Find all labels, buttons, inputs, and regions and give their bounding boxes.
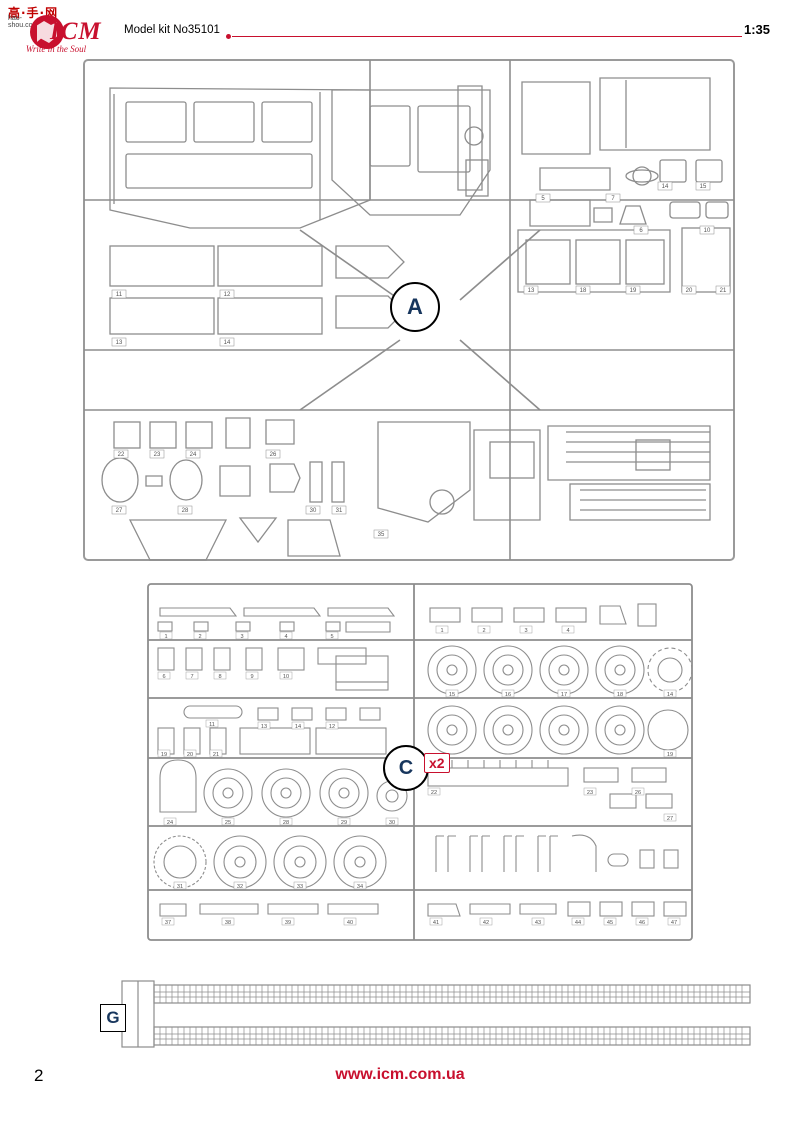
svg-text:46: 46 (639, 920, 645, 926)
svg-text:12: 12 (224, 292, 231, 298)
svg-text:47: 47 (671, 920, 677, 926)
svg-text:21: 21 (213, 752, 219, 758)
svg-text:29: 29 (341, 820, 347, 826)
svg-text:10: 10 (704, 228, 711, 234)
header-divider (226, 34, 742, 39)
svg-text:34: 34 (357, 884, 363, 890)
svg-text:3: 3 (240, 634, 243, 640)
svg-text:31: 31 (336, 508, 343, 514)
svg-text:14: 14 (662, 184, 669, 190)
svg-text:30: 30 (310, 508, 317, 514)
svg-text:26: 26 (270, 452, 277, 458)
svg-text:13: 13 (116, 340, 123, 346)
svg-text:10: 10 (283, 674, 289, 680)
svg-text:44: 44 (575, 920, 581, 926)
svg-text:45: 45 (607, 920, 613, 926)
scale-label: 1:35 (743, 22, 770, 37)
svg-text:4: 4 (284, 634, 287, 640)
svg-text:5: 5 (330, 634, 333, 640)
sprue-frame-c: 1 2 3 4 5 6 7 8 9 10 11 13 14 12 19 20 2… (140, 578, 700, 948)
icm-logo: 高·手·网 hao-shou.com ICM Write in the Soul (8, 4, 104, 56)
sprue-badge-c: C (383, 745, 429, 791)
svg-text:7: 7 (190, 674, 193, 680)
sprue-multiplier-c: x2 (424, 753, 450, 773)
svg-text:32: 32 (237, 884, 243, 890)
page-number: 2 (34, 1066, 44, 1085)
svg-text:42: 42 (483, 920, 489, 926)
svg-text:11: 11 (116, 292, 123, 298)
sprue-badge-g: G (100, 1004, 126, 1032)
svg-text:26: 26 (635, 790, 641, 796)
svg-text:7: 7 (611, 196, 615, 202)
svg-text:17: 17 (561, 692, 567, 698)
svg-text:19: 19 (630, 288, 637, 294)
svg-text:38: 38 (225, 920, 231, 926)
svg-text:24: 24 (167, 820, 173, 826)
svg-text:9: 9 (250, 674, 253, 680)
svg-text:1: 1 (164, 634, 167, 640)
svg-text:24: 24 (190, 452, 197, 458)
svg-text:11: 11 (209, 722, 215, 728)
svg-text:27: 27 (667, 816, 673, 822)
svg-text:5: 5 (541, 196, 545, 202)
logo-mark-icon (30, 15, 64, 49)
svg-text:2: 2 (482, 628, 485, 634)
svg-text:6: 6 (162, 674, 165, 680)
sprue-frame-a: 11 12 13 14 22 23 24 26 27 28 30 31 35 1… (70, 50, 750, 570)
svg-text:22: 22 (431, 790, 437, 796)
logo-brand-text: ICM (50, 18, 102, 45)
svg-text:13: 13 (261, 724, 267, 730)
svg-text:41: 41 (433, 920, 439, 926)
svg-text:40: 40 (347, 920, 353, 926)
svg-text:8: 8 (218, 674, 221, 680)
logo-tagline-text: Write in the Soul (25, 44, 87, 54)
sprue-frame-g (96, 975, 756, 1055)
svg-text:35: 35 (378, 532, 385, 538)
svg-text:20: 20 (187, 752, 193, 758)
svg-text:2: 2 (198, 634, 201, 640)
svg-text:43: 43 (535, 920, 541, 926)
svg-text:23: 23 (587, 790, 593, 796)
svg-text:39: 39 (285, 920, 291, 926)
svg-text:21: 21 (720, 288, 727, 294)
svg-text:30: 30 (389, 820, 395, 826)
svg-text:37: 37 (165, 920, 171, 926)
svg-text:33: 33 (297, 884, 303, 890)
logo-url-text: hao-shou.com (8, 15, 39, 29)
page-header: 高·手·网 hao-shou.com ICM Write in the Soul… (0, 0, 800, 60)
svg-text:28: 28 (182, 508, 189, 514)
svg-text:3: 3 (524, 628, 527, 634)
svg-text:15: 15 (449, 692, 455, 698)
svg-text:28: 28 (283, 820, 289, 826)
svg-text:16: 16 (505, 692, 511, 698)
svg-text:19: 19 (161, 752, 167, 758)
svg-text:23: 23 (154, 452, 161, 458)
svg-text:13: 13 (528, 288, 535, 294)
svg-text:22: 22 (118, 452, 125, 458)
svg-text:18: 18 (580, 288, 587, 294)
svg-text:6: 6 (639, 228, 643, 234)
sprue-badge-a: A (390, 282, 440, 332)
svg-text:27: 27 (116, 508, 123, 514)
svg-text:14: 14 (295, 724, 301, 730)
svg-text:25: 25 (225, 820, 231, 826)
svg-text:20: 20 (686, 288, 693, 294)
kit-number-label: Model kit No35101 (124, 24, 220, 36)
svg-text:18: 18 (617, 692, 623, 698)
svg-text:31: 31 (177, 884, 183, 890)
svg-text:4: 4 (566, 628, 569, 634)
svg-text:1: 1 (440, 628, 443, 634)
svg-text:14: 14 (667, 692, 673, 698)
svg-text:15: 15 (700, 184, 707, 190)
svg-text:19: 19 (667, 752, 673, 758)
svg-text:12: 12 (329, 724, 335, 730)
svg-text:14: 14 (224, 340, 231, 346)
website-link[interactable]: www.icm.com.ua (335, 1066, 465, 1083)
